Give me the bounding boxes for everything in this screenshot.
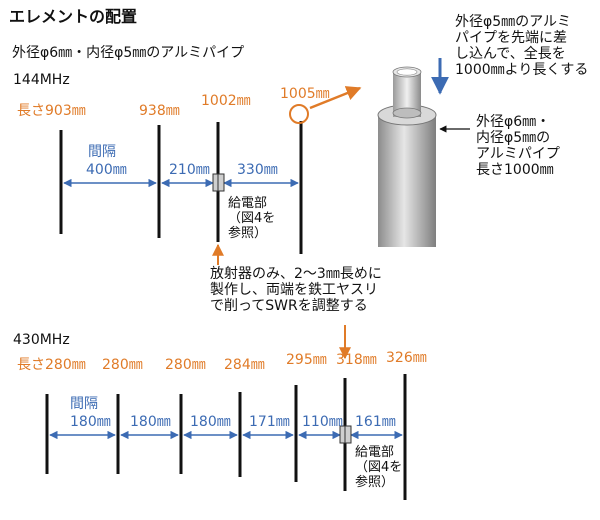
- band430-length-1: 280㎜: [102, 357, 143, 373]
- pipe-spec-subtitle: 外径φ6㎜・内径φ5㎜のアルミパイプ: [12, 45, 245, 61]
- band430-spacing-5: 161㎜: [355, 414, 396, 430]
- band430-spacing-label: 間隔: [70, 396, 98, 412]
- band430-length-6: 326㎜: [386, 350, 427, 366]
- band144-spacing-2: 330㎜: [237, 162, 278, 178]
- figure-title: エレメントの配置: [9, 7, 138, 26]
- band430-length-0: 280㎜: [45, 357, 86, 373]
- band430-spacing-1: 180㎜: [130, 414, 171, 430]
- outer-pipe-note: 外径φ6㎜・ 内径φ5㎜の アルミパイプ 長さ1000㎜: [476, 114, 560, 179]
- band144-label: 144MHz: [13, 72, 70, 88]
- band144-length-3: 1005㎜: [280, 86, 330, 102]
- inner-pipe-note: 外径φ5㎜のアルミ パイプを先端に差 し込んで、全長を 1000㎜より長くする: [455, 14, 589, 79]
- band144-length-1: 938㎜: [139, 103, 180, 119]
- band430-spacing-2: 180㎜: [190, 414, 231, 430]
- band144-length-prefix: 長さ: [17, 103, 45, 119]
- band430-length-5: 318㎜: [336, 352, 377, 368]
- band144-feed-label: 給電部 （図4を 参照）: [228, 196, 276, 241]
- band144-spacing-1: 210㎜: [169, 162, 210, 178]
- band430-spacing-3: 171㎜: [249, 414, 290, 430]
- pipe-tip-arrow: [309, 86, 362, 110]
- band144-spacing-label: 間隔: [88, 144, 116, 160]
- pipe-tip-highlight: [289, 104, 309, 124]
- band144-length-0: 903㎜: [45, 103, 86, 119]
- band430-spacing-4: 110㎜: [302, 414, 343, 430]
- band430-length-2: 280㎜: [165, 357, 206, 373]
- band144-spacing-0: 400㎜: [86, 162, 127, 178]
- band430-length-4: 295㎜: [286, 352, 327, 368]
- band430-feed-label: 給電部 （図4を 参照）: [355, 445, 403, 490]
- radiator-adjust-note: 放射器のみ、2～3㎜長めに 製作し、両端を鉄工ヤスリ で削ってSWRを調整する: [210, 266, 382, 315]
- band430-spacing-0: 180㎜: [70, 414, 111, 430]
- band430-length-3: 284㎜: [224, 357, 265, 373]
- band144-length-2: 1002㎜: [201, 93, 251, 109]
- band430-length-prefix: 長さ: [17, 357, 45, 373]
- band430-label: 430MHz: [13, 332, 70, 348]
- pipe-illustration: [377, 66, 437, 247]
